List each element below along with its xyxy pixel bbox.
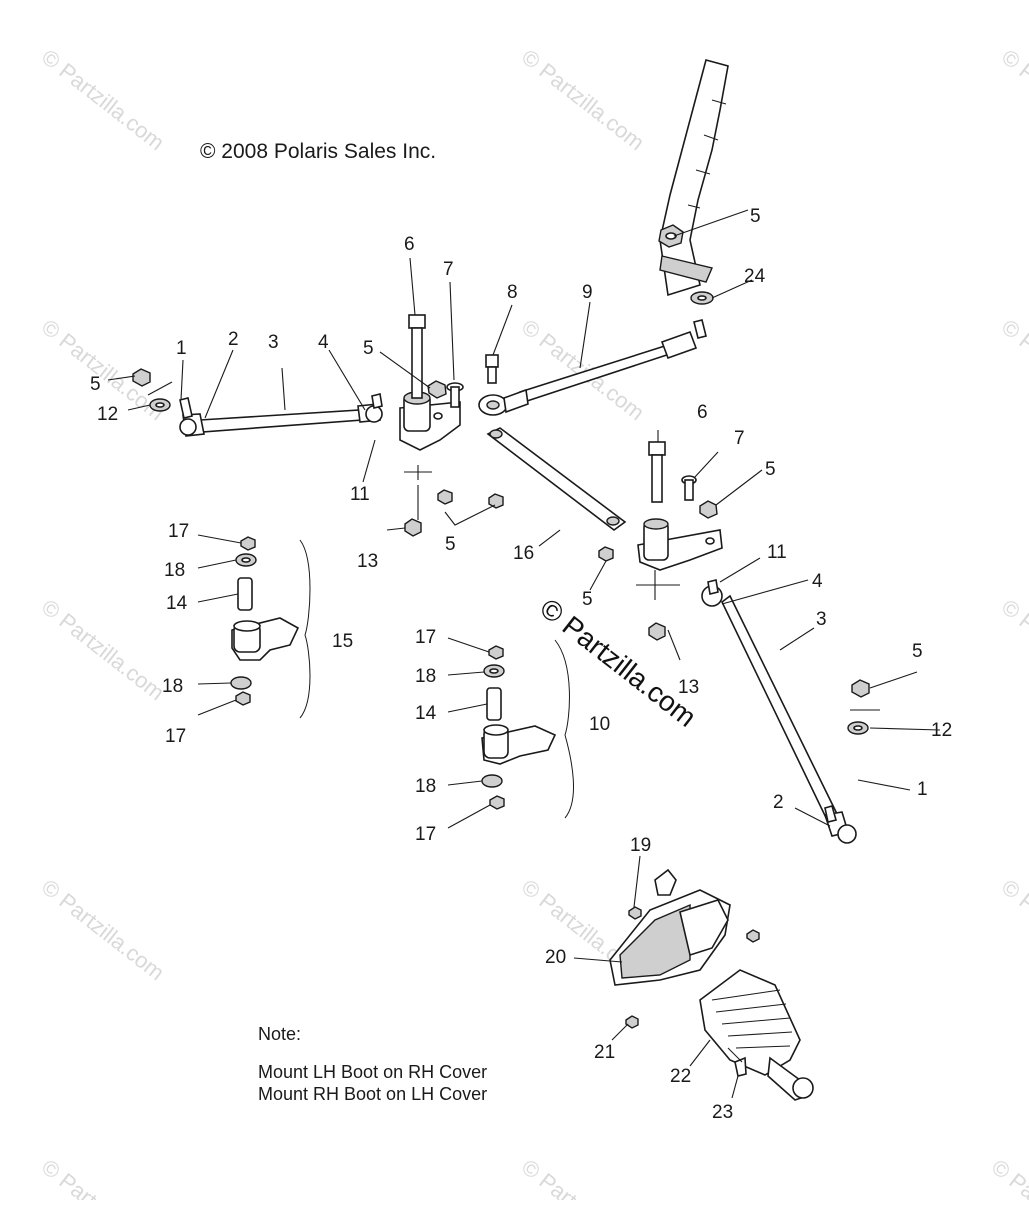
callout-5: 5	[582, 589, 593, 610]
lower-nuts	[404, 489, 666, 641]
watermark-tile: © Partzilla.com	[37, 44, 169, 155]
nut-5-right-arm	[699, 500, 718, 519]
right-idler-arm	[637, 518, 723, 571]
callout-24: 24	[744, 266, 766, 287]
nut-5-left-arm	[427, 380, 447, 399]
callout-11: 11	[350, 484, 370, 505]
arm-assembly-15	[230, 536, 311, 719]
callout-2: 2	[228, 329, 239, 350]
watermark-tile: © Partzilla.com	[517, 44, 649, 155]
watermark-tile: © Partzilla.com	[987, 1154, 1029, 1200]
washer-12-left	[149, 398, 171, 412]
watermark-tile: © Partzilla.com	[37, 1154, 169, 1200]
tie-rod-9	[478, 319, 707, 416]
callout-14: 14	[166, 593, 188, 614]
left-tie-rod	[179, 393, 383, 437]
callout-12: 12	[931, 720, 952, 741]
callout-5: 5	[363, 338, 374, 359]
callout-4: 4	[812, 571, 823, 592]
bolt-7-right	[681, 475, 697, 501]
watermark-tile: © Partzilla.com	[997, 874, 1029, 985]
nut-5-column	[658, 224, 684, 248]
callout-4: 4	[318, 332, 329, 353]
callout-6: 6	[404, 234, 415, 255]
note-line-1: Mount LH Boot on RH Cover	[258, 1062, 487, 1082]
callout-17: 17	[168, 521, 189, 542]
callout-6: 6	[697, 402, 708, 423]
callout-18: 18	[415, 776, 436, 797]
callout-13: 13	[678, 677, 699, 698]
callout-3: 3	[816, 609, 827, 630]
callout-5: 5	[912, 641, 923, 662]
boot-cover-group	[609, 868, 814, 1101]
callout-5: 5	[765, 459, 776, 480]
arm-assembly-10	[481, 639, 574, 819]
note-title: Note:	[258, 1024, 301, 1044]
callout-5: 5	[90, 374, 101, 395]
callout-5: 5	[445, 534, 456, 555]
callout-15: 15	[332, 631, 353, 652]
callout-11: 11	[767, 542, 787, 563]
callout-8: 8	[507, 282, 518, 303]
callout-17: 17	[415, 627, 436, 648]
watermark-tiles: © Partzilla.com © Partzilla.com © Partzi…	[37, 44, 1029, 1205]
callout-9: 9	[582, 282, 593, 303]
bolt-8	[485, 354, 499, 384]
right-tie-rod	[701, 579, 857, 844]
left-idler-arm	[399, 391, 461, 451]
callout-12: 12	[97, 404, 118, 425]
leader-lines	[107, 209, 941, 1099]
washer-12-right	[847, 721, 869, 735]
watermark-tile: © Partzilla.com	[37, 594, 169, 705]
callout-2: 2	[773, 792, 784, 813]
callout-21: 21	[594, 1042, 615, 1063]
callout-1: 1	[917, 779, 928, 800]
note-line-2: Mount RH Boot on LH Cover	[258, 1084, 487, 1104]
callout-18: 18	[162, 676, 183, 697]
callout-1: 1	[176, 338, 187, 359]
watermark-tile: © Partzilla.com	[37, 874, 169, 985]
callout-18: 18	[415, 666, 436, 687]
watermark-tile: © Partzilla.com	[517, 314, 649, 425]
watermark-tile: © Partzilla.com	[997, 44, 1029, 155]
bolt-6-left	[408, 314, 426, 399]
nut-5-left	[132, 368, 151, 387]
callout-13: 13	[357, 551, 378, 572]
nut-5-right	[851, 679, 870, 698]
callout-numbers: 1 2 3 4 5 12 11 5 6 7 8 9 5 24 13 5 16 5…	[90, 206, 952, 1123]
watermark-tile: © Partzilla.com	[997, 314, 1029, 425]
copyright-text: © 2008 Polaris Sales Inc.	[200, 140, 436, 163]
callout-22: 22	[670, 1066, 691, 1087]
callout-19: 19	[630, 835, 651, 856]
callout-17: 17	[415, 824, 436, 845]
callout-16: 16	[513, 543, 534, 564]
callout-3: 3	[268, 332, 279, 353]
bolt-7-left	[446, 382, 464, 408]
mounting-note: Note: Mount LH Boot on RH Cover Mount RH…	[258, 1024, 487, 1104]
washer-24	[690, 291, 714, 305]
callout-10: 10	[589, 714, 610, 735]
callout-7: 7	[734, 428, 745, 449]
callout-5: 5	[750, 206, 761, 227]
watermark-tile: © Partzilla.com	[997, 594, 1029, 705]
callout-18: 18	[164, 560, 185, 581]
bolt-6-right	[648, 441, 666, 503]
callout-17: 17	[165, 726, 186, 747]
watermark-tile: © Partzilla.com	[517, 1154, 649, 1200]
callout-23: 23	[712, 1102, 733, 1123]
callout-14: 14	[415, 703, 437, 724]
steering-column	[659, 59, 729, 297]
partzilla-watermark: © Partzilla.com	[534, 592, 702, 733]
callout-7: 7	[443, 259, 454, 280]
drag-link-16	[486, 427, 627, 531]
callout-20: 20	[545, 947, 566, 968]
